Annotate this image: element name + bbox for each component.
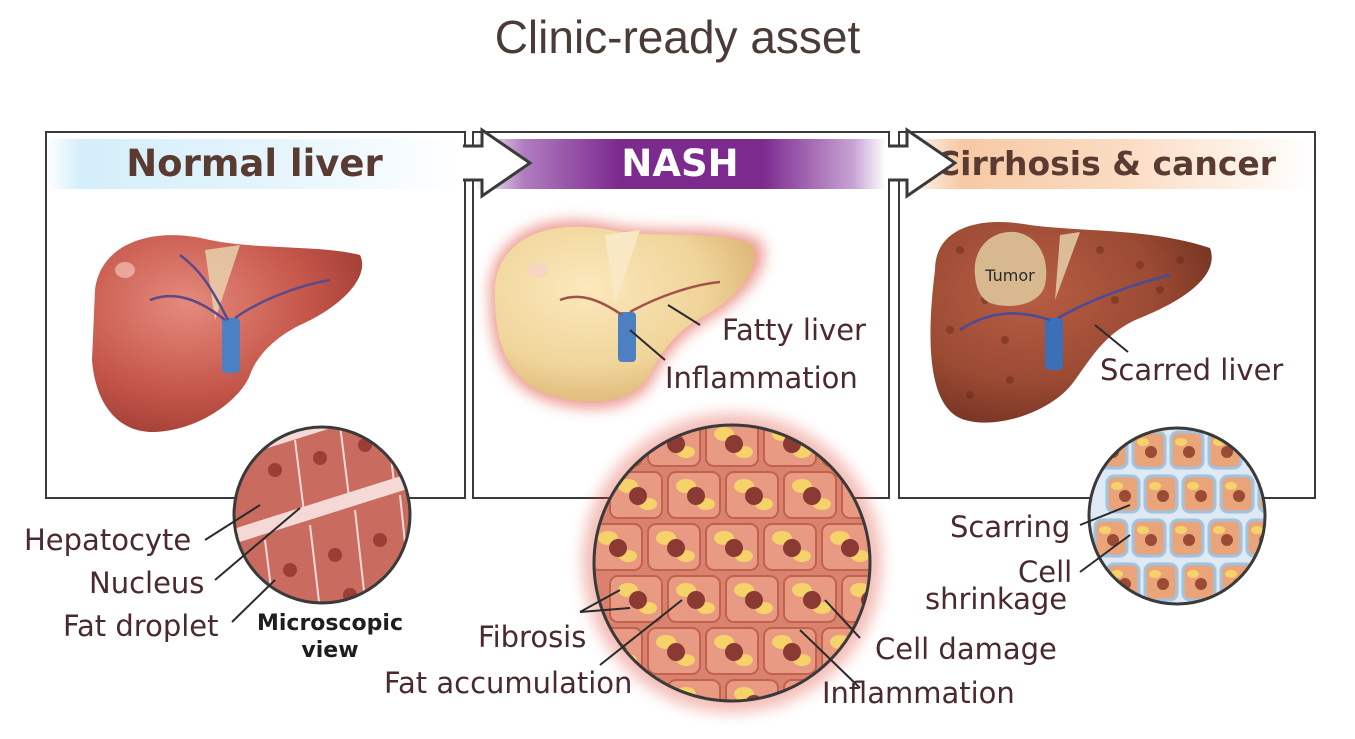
cell-damage-label: Cell damage: [875, 632, 1057, 666]
hepatocyte-cell: [647, 627, 701, 675]
hepatocyte-cell: [763, 627, 817, 675]
hepatocyte-cell: [667, 575, 721, 623]
arrow-right-icon: [463, 127, 533, 199]
hepatocyte-cell: [705, 523, 759, 571]
shrunken-cell: [1257, 474, 1265, 514]
cirrhosis-microscopic-view: [1087, 426, 1267, 606]
fatty-liver-illustration: [489, 220, 764, 409]
fibrosis-label: Fibrosis: [478, 620, 587, 654]
view-line: view: [301, 638, 359, 663]
hepatocyte-cell: [763, 523, 817, 571]
tumor-label: Tumor: [985, 266, 1035, 285]
leader-lines: [204, 304, 1131, 689]
shrunken-cell: [1131, 518, 1167, 558]
nucleus-label: Nucleus: [89, 566, 205, 600]
hepatocyte-cell: [821, 523, 870, 571]
shrunken-cell: [1169, 430, 1205, 470]
hepatocyte-cell: [609, 575, 663, 623]
nash-heading: NASH: [474, 139, 886, 189]
hepatocyte-cell: [609, 471, 663, 519]
shrunken-cell: [1169, 518, 1205, 558]
hepatocyte-cell: [647, 523, 701, 571]
shrunken-cell: [1245, 430, 1265, 470]
shrunken-cell: [1257, 562, 1265, 602]
hepatocyte-cell: [594, 523, 643, 571]
shrunken-cell: [1219, 474, 1255, 514]
shrunken-cell: [1143, 562, 1179, 602]
inflammation-micro-label: Inflammation: [822, 676, 1015, 710]
arrow-right-icon: [888, 127, 958, 199]
microscopic-view-label: Microscopic view: [245, 610, 415, 664]
hepatocyte-cell: [880, 524, 932, 570]
hepatocyte-cell: [725, 575, 779, 623]
hepatocyte-cell: [783, 471, 837, 519]
hepatocyte-cell: [783, 575, 837, 623]
scarred-liver-label: Scarred liver: [1100, 353, 1284, 387]
cirrhosis-heading: Cirrhosis & cancer: [900, 139, 1312, 189]
hepatocyte-cell: [667, 471, 721, 519]
normal-liver-heading: Normal liver: [47, 139, 462, 189]
fat-droplet-label: Fat droplet: [63, 609, 219, 643]
cell-label: Cell: [1018, 555, 1073, 589]
fatty-liver-label: Fatty liver: [722, 313, 866, 347]
shrunken-cell: [1093, 518, 1129, 558]
page-title: Clinic-ready asset: [494, 11, 861, 63]
hepatocyte-cell: [725, 471, 779, 519]
hepatocyte-cell: [705, 425, 759, 467]
inflammation-label: Inflammation: [665, 361, 858, 395]
shrunken-cell: [1143, 474, 1179, 514]
shrinkage-label: shrinkage: [925, 582, 1068, 616]
shrunken-cell: [1105, 474, 1141, 514]
hepatocyte-label: Hepatocyte: [24, 523, 192, 557]
normal-liver-illustration: [92, 235, 363, 433]
scarring-label: Scarring: [950, 510, 1071, 544]
shrunken-cell: [1093, 430, 1129, 470]
microscopic-line: Microscopic: [256, 611, 404, 636]
hepatocyte-cell: [705, 627, 759, 675]
cirrhotic-liver-illustration: [930, 222, 1212, 423]
shrunken-cell: [1181, 562, 1217, 602]
hepatocyte-cell: [900, 472, 952, 518]
shrunken-cell: [1181, 474, 1217, 514]
hepatocyte-cell: [880, 420, 932, 466]
normal-microscopic-view: [232, 425, 412, 605]
shrunken-cell: [1207, 518, 1243, 558]
fat-accumulation-label: Fat accumulation: [384, 666, 633, 700]
